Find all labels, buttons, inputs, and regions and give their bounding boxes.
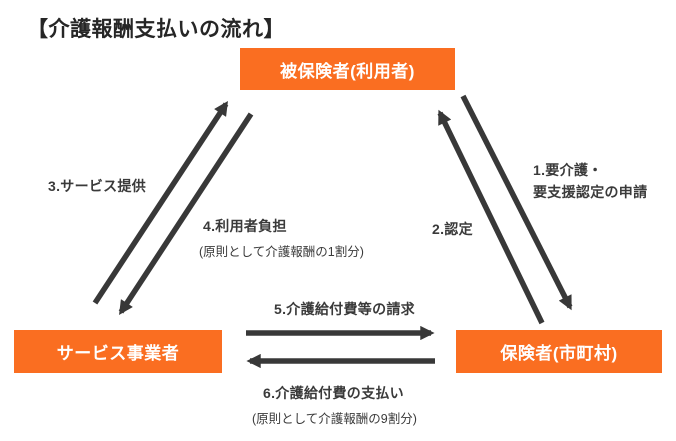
node-insured: 被保険者(利用者) (240, 48, 455, 90)
label-user-charge: 4.利用者負担 (原則として介護報酬の1割分) (199, 216, 364, 260)
label-benefit-payment-note: (原則として介護報酬の9割分) (252, 412, 417, 426)
label-benefit-payment: 6.介護給付費の支払い (原則として介護報酬の9割分) (252, 383, 417, 427)
label-certification: 2.認定 (432, 221, 473, 237)
arrow-application (460, 94, 573, 311)
label-user-charge-main: 4.利用者負担 (203, 218, 287, 234)
arrow-service-provision (92, 101, 229, 305)
label-service-provision: 3.サービス提供 (48, 178, 147, 194)
label-benefit-payment-main: 6.介護給付費の支払い (263, 385, 404, 401)
label-certification-application: 1.要介護・ 要支援認定の申請 (533, 159, 647, 203)
label-benefit-claim: 5.介護給付費等の請求 (274, 301, 415, 317)
label-certification-application-line2: 要支援認定の申請 (533, 184, 648, 200)
diagram-title: 【介護報酬支払いの流れ】 (27, 18, 285, 41)
arrow-user-charge (118, 112, 254, 315)
arrow-certification (437, 109, 545, 325)
label-user-charge-note: (原則として介護報酬の1割分) (199, 245, 364, 259)
node-insurer: 保険者(市町村) (456, 330, 662, 373)
node-provider: サービス事業者 (14, 330, 222, 373)
label-certification-application-line1: 1.要介護・ (533, 162, 603, 178)
